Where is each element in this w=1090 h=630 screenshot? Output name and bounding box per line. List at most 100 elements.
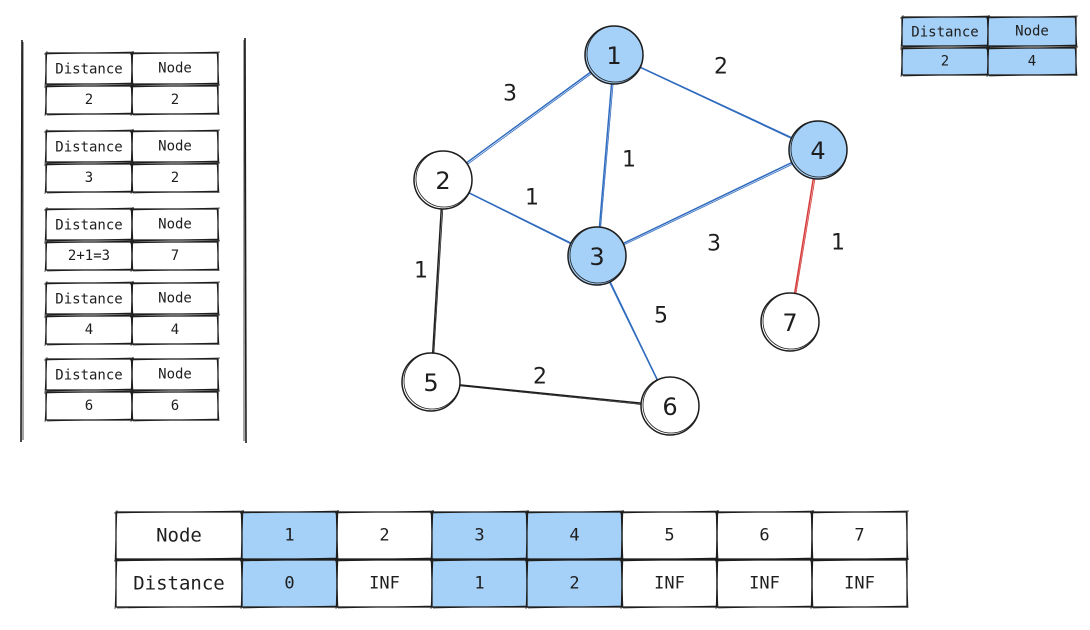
- node-label: 6: [662, 393, 677, 421]
- distance-cell-2-sketch: [334, 557, 435, 610]
- node-circle-sketch: [569, 226, 627, 284]
- node-cell-3-fill: [432, 512, 527, 559]
- node-value-3: 3: [474, 526, 484, 546]
- stack-table-distance-cell-sketch: [43, 83, 135, 117]
- distance-value-7: INF: [844, 574, 875, 594]
- edge-3-4: [596, 149, 819, 257]
- edge-1-4-sketch: [615, 55, 820, 152]
- stack-table-distance-cell-sketch: [43, 239, 135, 273]
- edge-1-3: [596, 54, 615, 257]
- current-distance-cell-fill: [902, 48, 988, 75]
- stack-table-node-value: 4: [171, 322, 179, 338]
- row-label-distance-cell-sketch: [113, 557, 245, 610]
- graph-nodes: 1 2 3 4 5 6 7: [401, 25, 848, 436]
- node-circle-sketch: [415, 150, 473, 208]
- distance-cell-7-sketch: [809, 557, 910, 610]
- node-value-1: 1: [284, 526, 294, 546]
- stack-table-distance-cell-sketch: [43, 313, 135, 347]
- stack-table-header-distance-cell-sketch: [43, 128, 135, 165]
- node-value-6: 6: [759, 526, 769, 546]
- current-header-distance-cell-sketch: [899, 14, 991, 49]
- stack-table-header-distance: Distance: [55, 218, 122, 234]
- node-circle-sketch: [586, 25, 644, 83]
- distance-value-4: 2: [569, 574, 579, 594]
- edge-1-2-sketch: [443, 55, 616, 182]
- stack-table-header-distance: Distance: [55, 368, 122, 384]
- edge-2-5: [430, 179, 444, 383]
- stack-table: Distance Node 6 6: [43, 356, 221, 423]
- graph-node-2: 2: [413, 150, 473, 210]
- stack-table-header-node: Node: [158, 61, 192, 77]
- node-value-4: 4: [569, 526, 579, 546]
- stack-table-node-value: 6: [171, 398, 179, 414]
- stack-table-node-cell-sketch: [129, 239, 221, 273]
- edge-weight-1-4: 2: [714, 55, 728, 80]
- graph-edges: [430, 54, 820, 408]
- edge-5-6: [430, 381, 671, 407]
- stack-table-header-distance: Distance: [55, 292, 122, 308]
- node-value-5: 5: [664, 526, 674, 546]
- stack-table-header-node-cell-sketch: [129, 206, 221, 243]
- node-cell-4-fill: [527, 512, 622, 559]
- priority-queue-stack: [20, 37, 247, 444]
- stack-table-header-node: Node: [158, 217, 192, 233]
- distance-value-6: INF: [749, 574, 780, 594]
- node-cell-1-fill: [242, 512, 337, 559]
- node-label: 1: [606, 42, 621, 70]
- row-label-distance: Distance: [133, 573, 225, 595]
- stack-table-node-cell-sketch: [129, 313, 221, 347]
- node-cell-7-sketch: [809, 509, 910, 562]
- current-header-node-cell-fill: [988, 17, 1076, 46]
- distance-value-2: INF: [369, 574, 400, 594]
- stack-table-header-distance-cell-sketch: [43, 206, 135, 243]
- stack-right-border: [244, 37, 247, 444]
- graph-node-6: 6: [640, 376, 700, 436]
- node-value-7: 7: [854, 526, 864, 546]
- stack-table-distance-value: 2: [85, 92, 93, 108]
- stack-table-header-node: Node: [158, 139, 192, 155]
- node-cell-4-sketch: [524, 509, 625, 562]
- edge-weight-5-6: 2: [533, 365, 547, 390]
- stack-table-header-node: Node: [158, 367, 192, 383]
- stack-table-header-distance-cell-sketch: [43, 50, 135, 87]
- edge-weight-1-3: 1: [622, 148, 636, 173]
- graph-node-4: 4: [788, 120, 848, 180]
- stack-table-header-node-cell-sketch: [129, 50, 221, 87]
- distance-cell-1-fill: [242, 560, 337, 607]
- node-label: 5: [423, 369, 438, 397]
- stack-table-node-cell-sketch: [129, 389, 221, 423]
- stack-table-node-value: 7: [171, 248, 179, 264]
- node-label: 4: [810, 137, 825, 165]
- edge-2-5-sketch: [431, 180, 445, 384]
- current-node-cell-fill: [988, 48, 1076, 75]
- stack-table-header-distance-cell-sketch: [43, 280, 135, 317]
- current-header-node: Node: [1015, 24, 1049, 40]
- current-distance-cell-sketch: [899, 45, 991, 78]
- edge-5-6-sketch: [432, 382, 672, 408]
- current-node-cell-sketch: [985, 45, 1079, 78]
- current-header-node-cell-sketch: [985, 14, 1079, 49]
- stack-table-distance-cell-sketch: [43, 389, 135, 423]
- stack-table-distance-cell-sketch: [43, 161, 135, 195]
- distance-cell-1-sketch: [239, 557, 340, 610]
- node-cell-6-sketch: [714, 509, 815, 562]
- node-label: 7: [782, 309, 797, 337]
- current-node-value: 4: [1028, 54, 1036, 70]
- graph-node-3: 3: [567, 226, 627, 286]
- edge-weight-3-4: 3: [707, 232, 721, 257]
- node-circle-sketch: [790, 120, 848, 178]
- distance-cell-6-sketch: [714, 557, 815, 610]
- node-circle-sketch: [403, 352, 461, 410]
- node-cell-1-sketch: [239, 509, 340, 562]
- stack-table-node-cell-sketch: [129, 161, 221, 195]
- stack-table-distance-value: 6: [85, 398, 93, 414]
- stack-table-header-distance: Distance: [55, 140, 122, 156]
- distance-cell-4-sketch: [524, 557, 625, 610]
- distance-cell-4-fill: [527, 560, 622, 607]
